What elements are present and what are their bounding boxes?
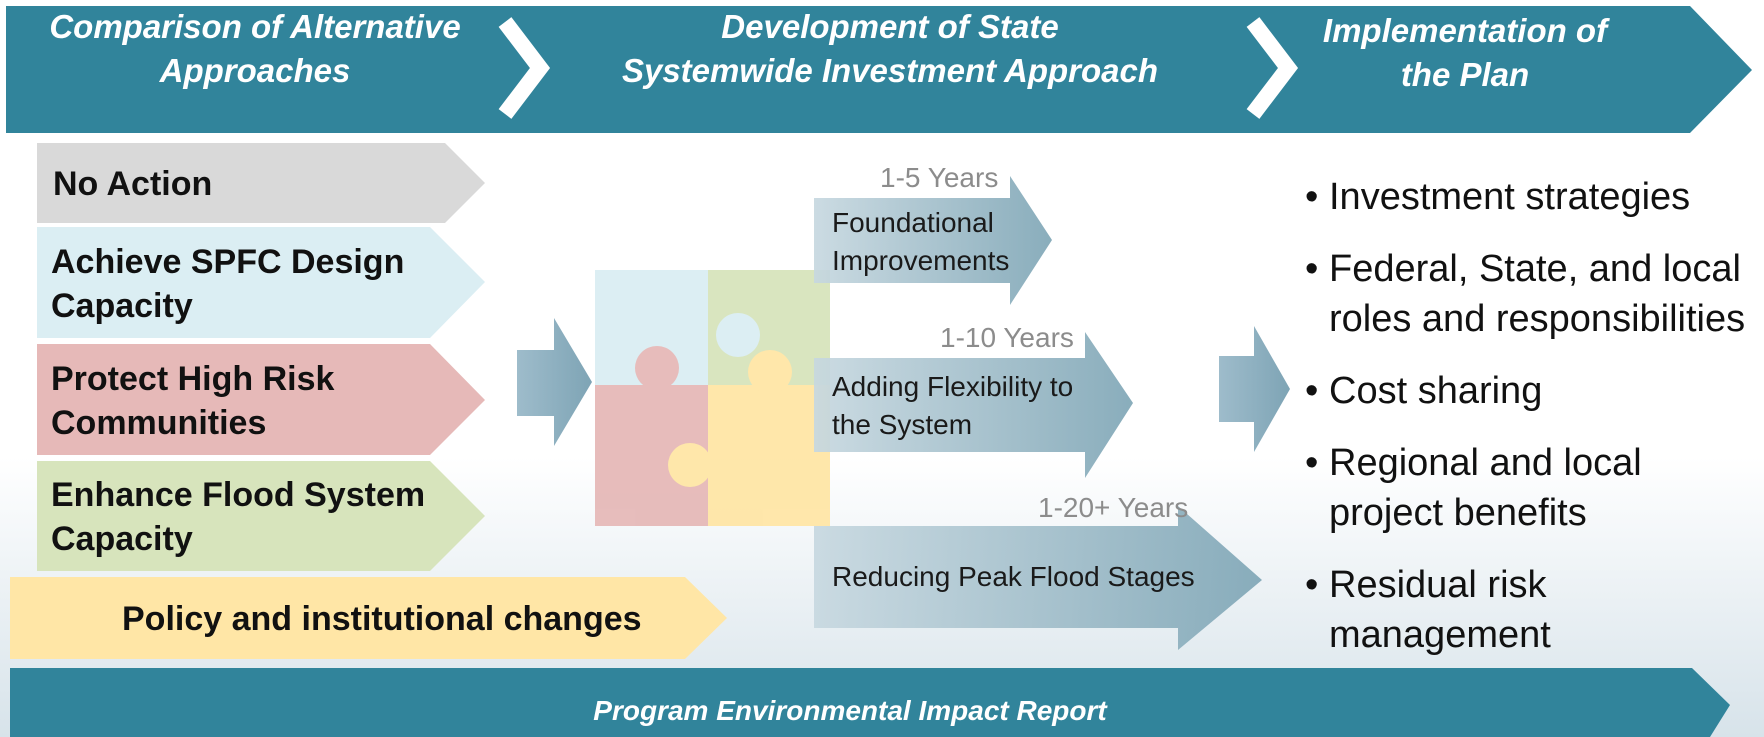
implementation-item: Residual risk management <box>1305 560 1755 660</box>
option-no-action: No Action <box>53 165 213 203</box>
option-enhance-capacity: Enhance Flood System Capacity <box>51 476 426 558</box>
phase-flexibility-duration: 1-10 Years <box>940 322 1074 353</box>
phase-peak-flood-label: Reducing Peak Flood Stages <box>832 561 1195 592</box>
header-stage-1-title: Comparison of Alternative Approaches <box>49 8 461 89</box>
puzzle-graphic <box>595 270 830 526</box>
implementation-item: Federal, State, and local roles and resp… <box>1305 244 1755 344</box>
implementation-item: Investment strategies <box>1305 172 1755 222</box>
puzzle-piece-blue <box>595 270 708 385</box>
implementation-item: Regional and local project benefits <box>1305 438 1755 538</box>
phase-flexibility-label: Adding Flexibility to the System <box>832 371 1074 440</box>
header-stage-3-title: Implementation of the Plan <box>1322 12 1608 93</box>
footer-title: Program Environmental Impact Report <box>593 695 1107 726</box>
chevron-separator-1 <box>498 17 551 119</box>
puzzle-piece-pink <box>595 385 708 526</box>
flow-arrow-left <box>517 318 592 446</box>
option-protect-high-risk: Protect High Risk Communities <box>51 360 335 442</box>
chevron-separator-2 <box>1246 17 1299 119</box>
implementation-item: Cost sharing <box>1305 366 1755 416</box>
implementation-list: Investment strategies Federal, State, an… <box>1305 172 1755 682</box>
phase-peak-flood-duration: 1-20+ Years <box>1038 492 1189 523</box>
phase-foundational-label: Foundational Improvements <box>832 207 1010 276</box>
puzzle-piece-yellow <box>708 385 830 526</box>
phase-foundational-duration: 1-5 Years <box>880 162 999 193</box>
option-policy: Policy and institutional changes <box>122 600 642 638</box>
option-achieve-spfc: Achieve SPFC Design Capacity <box>51 243 405 325</box>
flow-arrow-right <box>1219 326 1290 452</box>
puzzle-piece-green <box>708 270 830 385</box>
header-stage-2-title: Development of State Systemwide Investme… <box>621 8 1159 89</box>
